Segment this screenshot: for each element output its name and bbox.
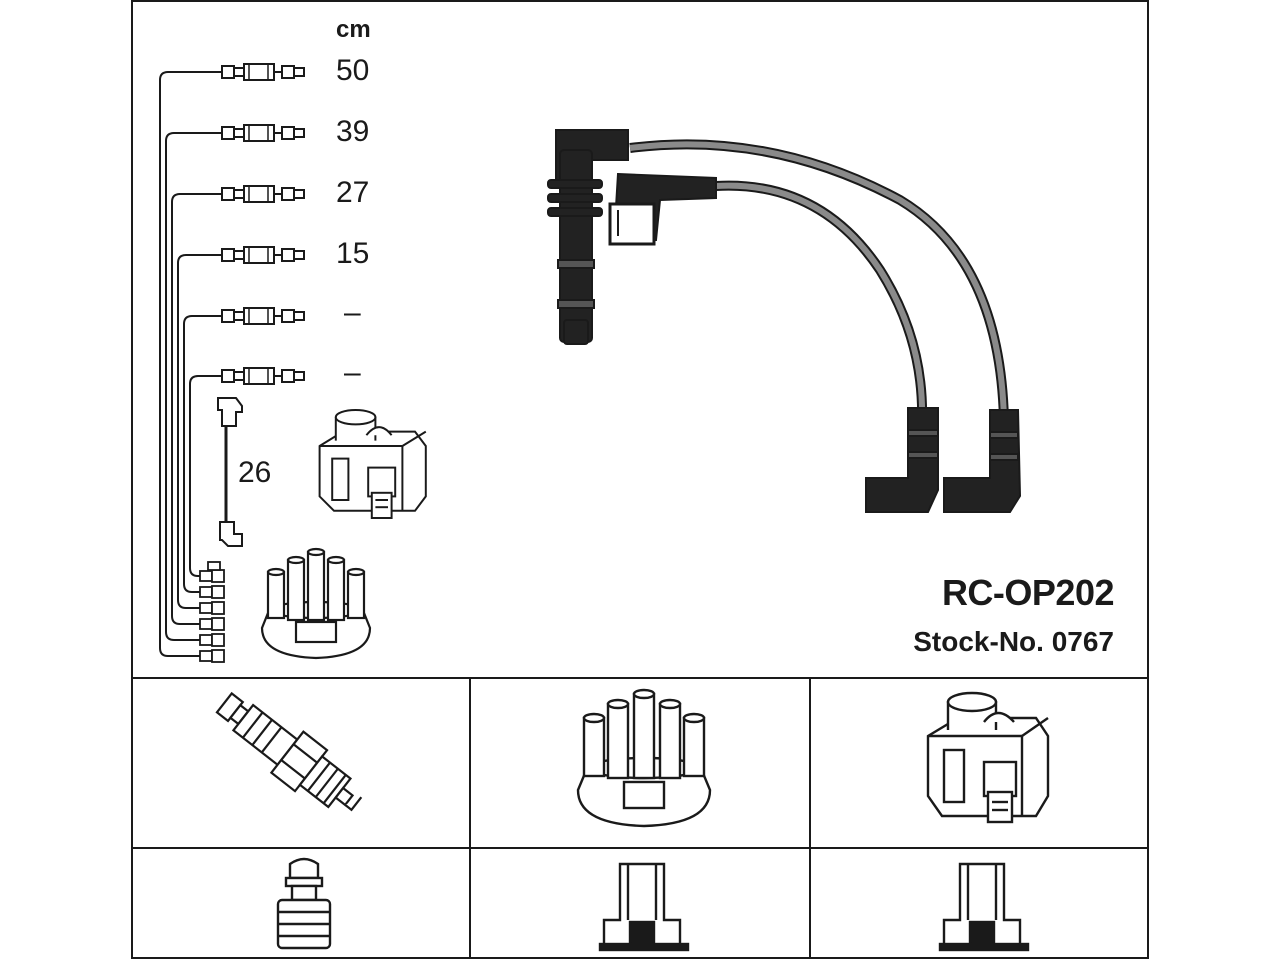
angled-plug-boot [608,172,717,246]
length-label-5: – [344,296,361,329]
length-label-3: 27 [336,176,370,209]
plug-connector-icon [276,857,332,950]
coil-connector-icon [938,862,1030,952]
frame [131,0,1149,959]
ignition-cables [629,139,1009,421]
ignition-coil-icon [926,691,1050,824]
coil-wire [217,397,243,547]
harness-terminals [199,561,225,663]
coil-end-boots [865,407,1022,513]
coil-wire-length: 26 [238,456,272,489]
stock-number: Stock-No. 0767 [913,626,1114,657]
length-label-4: 15 [336,237,370,270]
cap-connector-icon [598,862,690,952]
length-label-2: 39 [336,115,370,148]
distributor-cap-icon [576,688,712,828]
spark-plug-icon [215,691,363,812]
length-label-6: – [344,356,361,389]
harness-lines [159,71,222,657]
distributor-cap-icon [260,547,372,660]
model-number: RC-OP202 [941,572,1115,613]
straight-plug-boot [547,129,629,345]
wire-leads [221,63,305,385]
unit-label: cm [336,16,371,43]
length-label-1: 50 [336,54,370,87]
ignition-coil-icon [318,409,427,519]
